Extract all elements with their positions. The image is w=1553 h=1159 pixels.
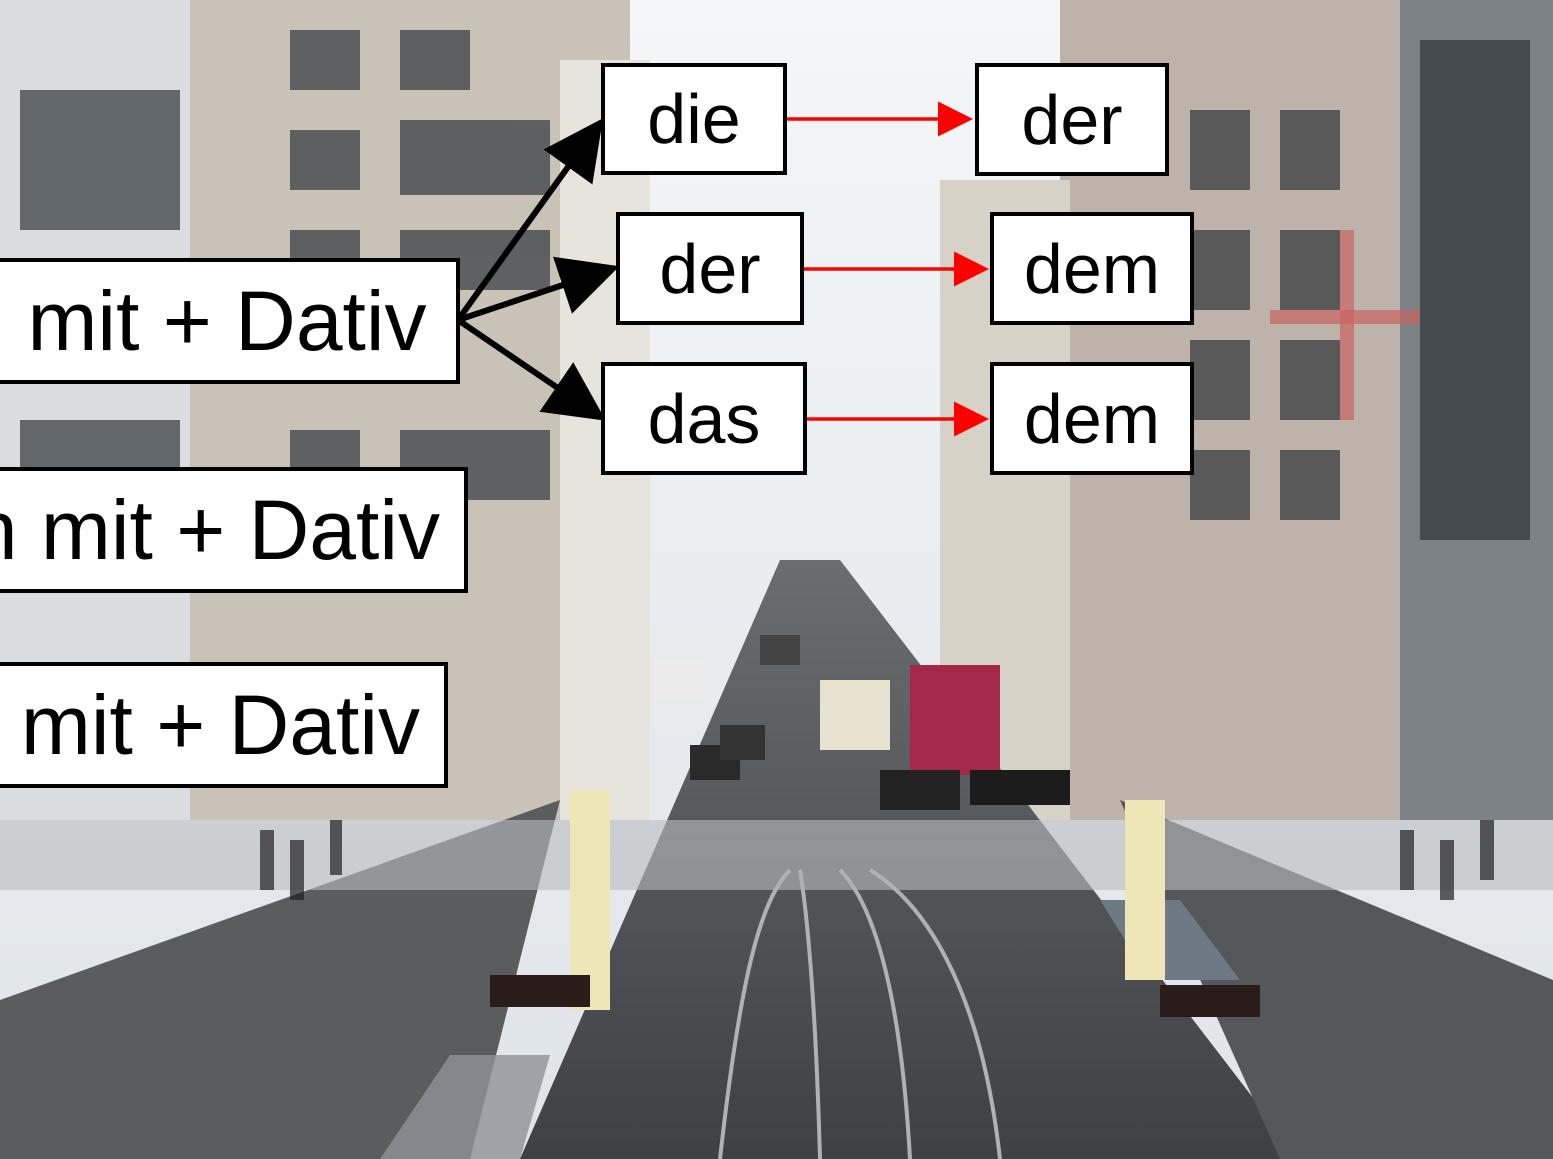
arrow-to-der: [457, 256, 620, 323]
row-label-box-1: n mit + Dativ: [0, 467, 468, 593]
article-box-der: der: [616, 212, 804, 325]
article-der: der: [659, 229, 761, 308]
article-die: die: [647, 80, 741, 158]
row-label-1: n mit + Dativ: [0, 483, 440, 577]
article-das: das: [647, 379, 761, 458]
dative-dem-2: dem: [1023, 379, 1161, 458]
arrow-to-das: [456, 317, 606, 421]
dative-box-dem-2: dem: [990, 362, 1194, 475]
arrow-to-die: [455, 118, 604, 322]
row-label-box-2: mit + Dativ: [0, 662, 448, 788]
article-box-das: das: [601, 362, 807, 475]
main-label-box: mit + Dativ: [0, 258, 460, 384]
dative-box-der: der: [975, 63, 1169, 176]
row-label-2: mit + Dativ: [20, 678, 420, 772]
article-box-die: die: [601, 63, 787, 175]
dative-der: der: [1021, 80, 1123, 159]
dative-dem-1: dem: [1023, 229, 1161, 308]
dative-box-dem-1: dem: [990, 212, 1194, 325]
main-label: mit + Dativ: [27, 274, 427, 368]
